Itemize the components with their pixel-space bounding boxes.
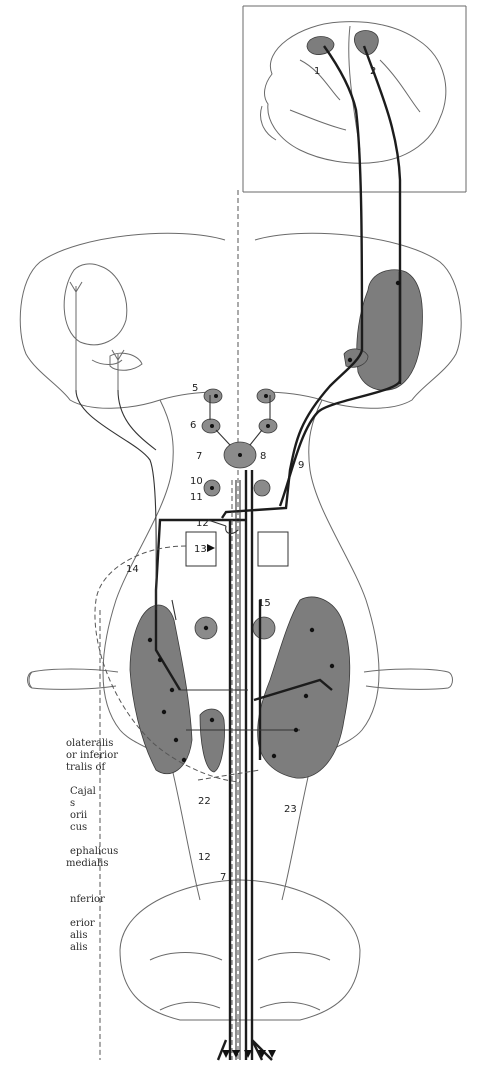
legend-line-3: tralis of [66, 762, 106, 773]
label-15: 15 [258, 598, 271, 609]
label-13: 13 [194, 544, 207, 555]
label-1: 1 [314, 66, 320, 77]
legend-line-4: Cajal [70, 786, 96, 797]
label-7: 7 [196, 451, 202, 462]
label-11: 11 [190, 492, 203, 503]
label-14: 14 [126, 564, 139, 575]
motor-cortex-spot-1 [307, 37, 334, 55]
legend-line-7: cus [70, 822, 87, 833]
gray-nuclei [130, 270, 422, 778]
label-6: 6 [190, 420, 196, 431]
legend-line-5: s [70, 798, 75, 809]
legend-line-12: alis [70, 930, 88, 941]
brain-inset: 1 2 [243, 6, 466, 192]
label-12-lower: 12 [198, 852, 211, 863]
label-23: 23 [284, 804, 297, 815]
legend-line-8: ephalicus [70, 846, 118, 857]
box-blank [258, 532, 288, 566]
label-22: 22 [198, 796, 211, 807]
label-10: 10 [190, 476, 203, 487]
legend-fragments: olateralis or inferior tralis of Cajal s… [66, 738, 118, 953]
label-8: 8 [260, 451, 266, 462]
legend-line-1: olateralis [66, 738, 113, 749]
descending-tracts [156, 46, 400, 1060]
label-5: 5 [192, 383, 198, 394]
label-12: 12 [196, 518, 209, 529]
legend-line-2: or inferior [66, 750, 118, 761]
legend-line-9: medialis [66, 858, 109, 869]
legend-line-6: orii [70, 810, 87, 821]
label-7-lower: 7 [220, 872, 226, 883]
label-9: 9 [298, 460, 304, 471]
legend-line-11: erior [70, 918, 95, 929]
legend-line-13: alis [70, 942, 88, 953]
legend-line-10: nferior [70, 894, 105, 905]
